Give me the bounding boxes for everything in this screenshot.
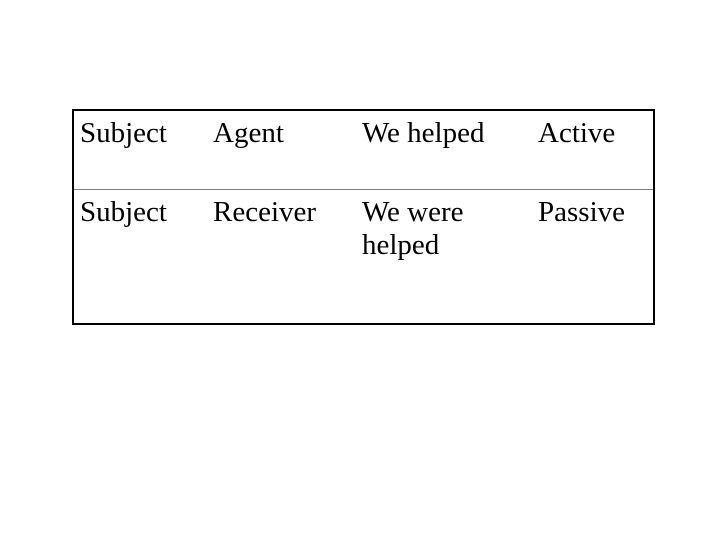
relation-cell: Receiver (213, 196, 317, 228)
voice-cell: Passive (538, 196, 625, 228)
subject-cell: Subject (80, 117, 167, 149)
table-row: Subject Receiver We were helped Passive (74, 190, 653, 323)
relation-cell: Agent (213, 117, 284, 149)
example-cell: We helped (362, 117, 485, 149)
voice-table: Subject Agent We helped Active Subject R… (72, 109, 655, 325)
table-row: Subject Agent We helped Active (74, 111, 653, 190)
example-cell: We were helped (362, 196, 464, 261)
subject-cell: Subject (80, 196, 167, 228)
voice-cell: Active (538, 117, 616, 149)
